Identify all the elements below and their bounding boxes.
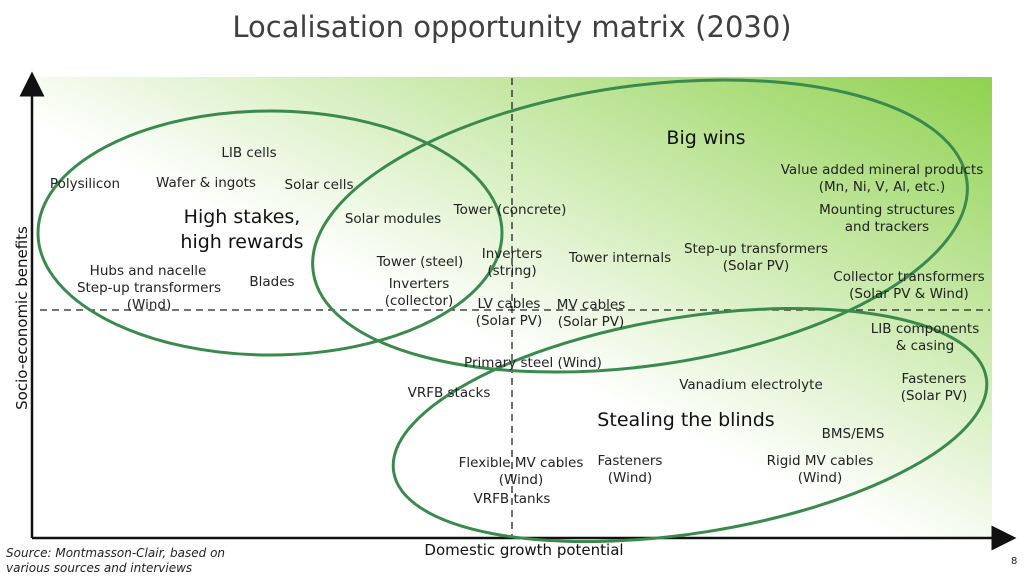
ellipse-stealing-blinds bbox=[391, 306, 989, 544]
item-fasteners-wind-line1: Fasteners bbox=[597, 453, 663, 469]
item-stepup-wind-line2: (Wind) bbox=[126, 297, 172, 313]
item-wafer-ingots: Wafer & ingots bbox=[156, 175, 256, 191]
item-fasteners-wind-line2: (Wind) bbox=[607, 470, 653, 486]
item-mv-cables-line2: (Solar PV) bbox=[557, 314, 625, 330]
ellipse-big-wins bbox=[311, 78, 969, 374]
item-lv-cables: LV cables (Solar PV) bbox=[476, 296, 543, 330]
item-vrfb-stacks: VRFB stacks bbox=[407, 385, 491, 401]
page-number: 8 bbox=[1011, 556, 1018, 567]
item-polysilicon: Polysilicon bbox=[49, 176, 121, 192]
quadrant-high-stakes-line2: high rewards bbox=[180, 231, 304, 253]
item-vrfb-tanks: VRFB tanks bbox=[473, 491, 551, 507]
item-lib-components-line2: & casing bbox=[895, 338, 955, 354]
quadrant-high-stakes: High stakes, high rewards bbox=[180, 205, 303, 255]
item-value-added-line2: (Mn, Ni, V, Al, etc.) bbox=[818, 179, 946, 195]
item-stepup-wind: Step-up transformers (Wind) bbox=[77, 280, 221, 314]
item-mounting-structures: Mounting structures and trackers bbox=[819, 202, 955, 236]
item-blades: Blades bbox=[249, 274, 295, 290]
item-collector-tf-line2: (Solar PV & Wind) bbox=[849, 286, 969, 302]
item-fasteners-pv-line2: (Solar PV) bbox=[900, 388, 968, 404]
item-flexible-mv-cables: Flexible MV cables (Wind) bbox=[459, 455, 584, 489]
item-inverters-string-line2: (string) bbox=[487, 263, 537, 279]
item-solar-modules: Solar modules bbox=[344, 211, 442, 227]
item-inverters-string-line1: Inverters bbox=[481, 246, 543, 262]
item-lib-components: LIB components & casing bbox=[871, 321, 979, 355]
item-rigid-mv-line1: Rigid MV cables bbox=[766, 453, 874, 469]
item-stepup-pv-line1: Step-up transformers bbox=[683, 241, 829, 257]
item-mounting-line2: and trackers bbox=[844, 219, 930, 235]
item-tower-internals: Tower internals bbox=[568, 250, 672, 266]
y-axis-label: Socio-economic benefits bbox=[13, 226, 31, 410]
item-stepup-pv: Step-up transformers (Solar PV) bbox=[684, 241, 828, 275]
item-fasteners-pv-line1: Fasteners bbox=[901, 371, 967, 387]
item-lv-cables-line2: (Solar PV) bbox=[475, 313, 543, 329]
item-flexible-mv-line2: (Wind) bbox=[498, 472, 544, 488]
item-vanadium-electrolyte: Vanadium electrolyte bbox=[679, 377, 823, 393]
item-rigid-mv-cables: Rigid MV cables (Wind) bbox=[767, 453, 874, 487]
item-stepup-wind-line1: Step-up transformers bbox=[76, 280, 222, 296]
item-solar-cells: Solar cells bbox=[284, 177, 354, 193]
item-mv-cables-line1: MV cables bbox=[556, 297, 626, 313]
item-fasteners-pv: Fasteners (Solar PV) bbox=[901, 371, 968, 405]
item-collector-transformers: Collector transformers (Solar PV & Wind) bbox=[833, 269, 984, 303]
item-inverters-string: Inverters (string) bbox=[482, 246, 543, 280]
item-stepup-pv-line2: (Solar PV) bbox=[722, 258, 790, 274]
quadrant-high-stakes-line1: High stakes, bbox=[183, 206, 301, 228]
item-mounting-line1: Mounting structures bbox=[819, 202, 955, 218]
source-note-line1: Source: Montmasson-Clair, based on bbox=[6, 546, 226, 560]
item-lib-cells: LIB cells bbox=[221, 145, 277, 161]
quadrant-big-wins: Big wins bbox=[666, 127, 746, 149]
source-note: Source: Montmasson-Clair, based on vario… bbox=[6, 546, 225, 576]
item-hubs-nacelle: Hubs and nacelle bbox=[89, 263, 207, 279]
item-bms-ems: BMS/EMS bbox=[821, 426, 885, 442]
x-axis-label: Domestic growth potential bbox=[424, 541, 624, 559]
item-collector-tf-line1: Collector transformers bbox=[833, 269, 985, 285]
item-rigid-mv-line2: (Wind) bbox=[797, 470, 843, 486]
item-lv-cables-line1: LV cables bbox=[477, 296, 541, 312]
item-tower-concrete: Tower (concrete) bbox=[453, 202, 567, 218]
quadrant-stealing-blinds: Stealing the blinds bbox=[597, 409, 775, 431]
item-mv-cables: MV cables (Solar PV) bbox=[557, 297, 626, 331]
item-lib-components-line1: LIB components bbox=[870, 321, 980, 337]
item-fasteners-wind: Fasteners (Wind) bbox=[598, 453, 663, 487]
item-value-added-minerals: Value added mineral products (Mn, Ni, V,… bbox=[781, 162, 984, 196]
item-value-added-line1: Value added mineral products bbox=[780, 162, 984, 178]
item-inverters-collector-line2: (collector) bbox=[384, 293, 454, 309]
item-flexible-mv-line1: Flexible MV cables bbox=[458, 455, 584, 471]
ellipse-high-stakes bbox=[36, 109, 504, 357]
item-tower-steel: Tower (steel) bbox=[376, 254, 464, 270]
item-primary-steel: Primary steel (Wind) bbox=[464, 355, 602, 371]
item-inverters-collector-line1: Inverters bbox=[388, 276, 450, 292]
item-inverters-collector: Inverters (collector) bbox=[385, 276, 454, 310]
source-note-line2: various sources and interviews bbox=[6, 561, 193, 575]
slide-title: Localisation opportunity matrix (2030) bbox=[232, 10, 792, 44]
